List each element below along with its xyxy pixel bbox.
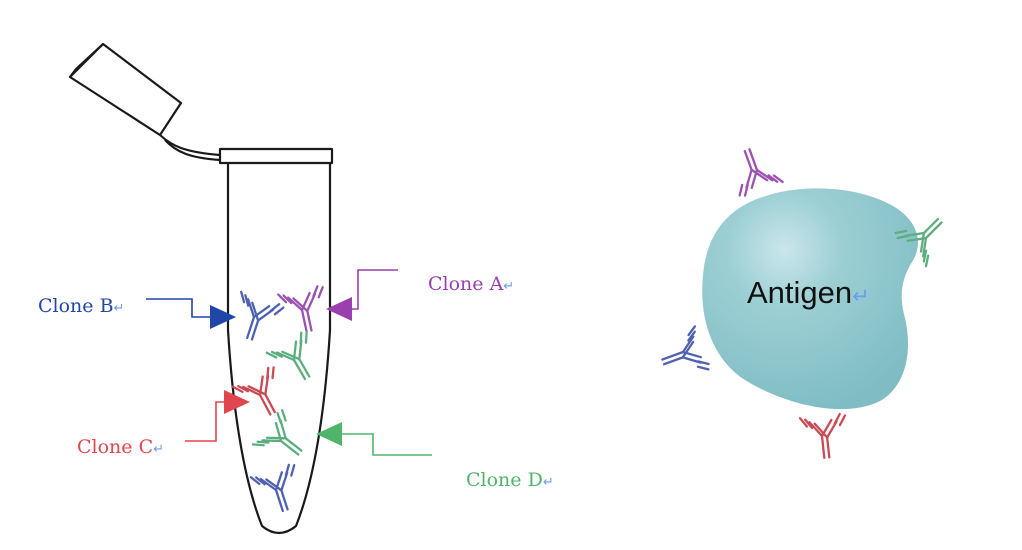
tube-body bbox=[226, 163, 332, 535]
antibody-clone-b-icon bbox=[249, 462, 308, 519]
clone-d-label: Clone D↵ bbox=[466, 469, 554, 491]
bound-antibody-clone-c-icon bbox=[798, 412, 851, 462]
bound-antibody-clone-a-icon bbox=[724, 141, 784, 199]
bound-antibody-clone-b-icon bbox=[654, 325, 712, 385]
clone-c-label: Clone C↵ bbox=[77, 436, 164, 458]
microcentrifuge-tube-icon bbox=[68, 42, 334, 535]
tube-hinge bbox=[159, 134, 221, 157]
antigen-label: Antigen↵ bbox=[747, 275, 870, 310]
antigen-blob-icon bbox=[702, 188, 918, 410]
antibody-clone-b-icon bbox=[227, 290, 286, 347]
clone-a-arrow bbox=[326, 269, 398, 321]
tube-lid-rim bbox=[69, 43, 104, 78]
clone-b-arrow bbox=[146, 298, 236, 329]
tube-rim bbox=[218, 147, 334, 165]
clone-d-arrow bbox=[316, 422, 432, 456]
clone-a-label: Clone A↵ bbox=[428, 273, 514, 295]
antibody-clone-d-icon bbox=[265, 329, 328, 391]
antibody-clone-a-icon bbox=[277, 284, 333, 337]
clone-c-arrow bbox=[185, 390, 250, 442]
antibody-clone-d-icon bbox=[251, 407, 315, 472]
clone-b-label: Clone B↵ bbox=[38, 295, 124, 317]
